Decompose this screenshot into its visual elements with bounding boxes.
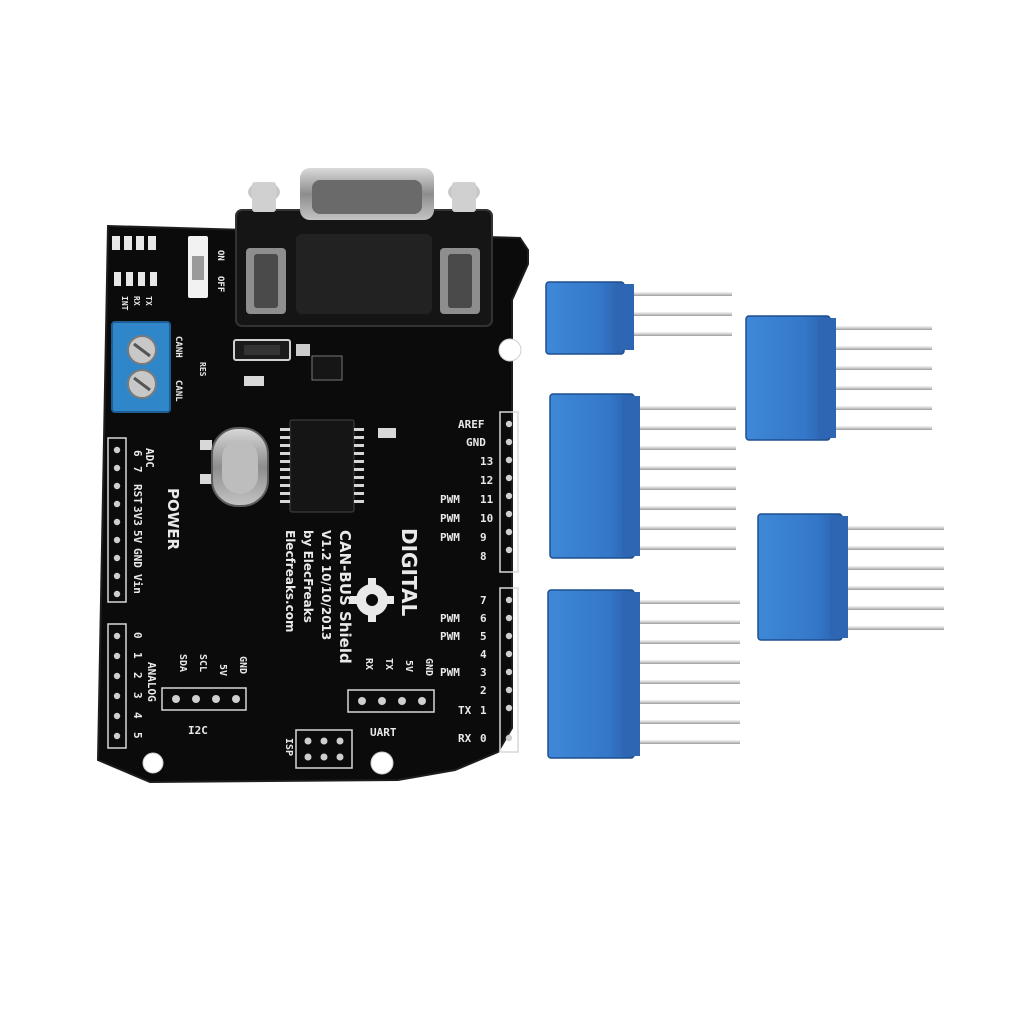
digital-label: DIGITAL: [397, 528, 421, 616]
d6-label: 6: [480, 612, 487, 625]
a0-label: 0: [131, 632, 144, 639]
gear-icon: [350, 578, 394, 622]
digital-header-strip: AREF GND 13 12 PWM 11 PWM 10 PWM 9 8 7 P…: [440, 411, 519, 753]
smd-components: [200, 339, 396, 513]
int-label: INT: [120, 296, 129, 311]
power-switch: ON OFF: [188, 236, 225, 298]
mounting-hole: [498, 338, 522, 362]
gnd-label: GND: [466, 436, 486, 449]
uart-tx-label: TX: [383, 658, 394, 670]
pwm-label-10: PWM: [440, 512, 460, 525]
gnd-power-label: GND: [131, 548, 144, 568]
board-author: by ElecFreaks: [301, 530, 315, 623]
uart-gnd-label: GND: [423, 658, 434, 676]
board-title: CAN-BUS Shield: [336, 530, 354, 664]
analog-header-strip: 0 1 2 3 4 5 ANALOG: [107, 623, 158, 749]
led-indicators: INT RX TX: [112, 236, 157, 311]
i2c-label: I2C: [188, 724, 208, 737]
scl-label: SCL: [197, 654, 208, 672]
d5-label: 5: [480, 630, 487, 643]
isp-label: ISP: [283, 738, 294, 756]
d1-label: 1: [480, 704, 487, 717]
a5-label: 5: [131, 732, 144, 739]
i2c-header: SDA SCL 5V GND I2C: [161, 654, 248, 737]
stackable-header-6pin-top: [745, 315, 932, 441]
adc6-label: 6: [131, 450, 144, 457]
a4-label: 4: [131, 712, 144, 719]
mounting-hole: [142, 752, 164, 774]
a3-label: 3: [131, 692, 144, 699]
can-terminal-block: CANH CANL RES: [111, 321, 207, 413]
can-bus-shield-board: INT RX TX ON OFF CANH CANL RES: [96, 168, 529, 784]
d11-label: 11: [480, 493, 494, 506]
5v-label: 5V: [131, 530, 144, 544]
d2-label: 2: [480, 684, 487, 697]
isp-header: ISP: [283, 729, 353, 769]
switch-off-label: OFF: [215, 276, 225, 292]
stackable-header-8pin-lower: [547, 589, 740, 759]
a1-label: 1: [131, 652, 144, 659]
d13-label: 13: [480, 455, 493, 468]
canl-label: CANL: [173, 380, 183, 402]
canh-label: CANH: [173, 336, 183, 358]
uart-header: RX TX 5V GND UART: [347, 658, 435, 739]
board-version: V1.2 10/10/2013: [319, 530, 333, 640]
i2c-5v-label: 5V: [217, 664, 228, 676]
aref-label: AREF: [458, 418, 485, 431]
chip-pins-right: [354, 428, 364, 503]
a2-label: 2: [131, 672, 144, 679]
d12-label: 12: [480, 474, 493, 487]
board-website: Elecfreaks.com: [283, 530, 297, 632]
sda-label: SDA: [177, 654, 188, 672]
d0-label: 0: [480, 732, 487, 745]
pwm-label-6: PWM: [440, 612, 460, 625]
d7-label: 7: [480, 594, 487, 607]
pwm-label-9: PWM: [440, 531, 460, 544]
rx-led-label: RX: [132, 296, 141, 306]
d10-label: 10: [480, 512, 493, 525]
switch-on-label: ON: [215, 250, 225, 261]
power-label: POWER: [164, 488, 182, 551]
stackable-header-3pin: [545, 281, 732, 355]
uart-5v-label: 5V: [403, 660, 414, 672]
pwm-label-5: PWM: [440, 630, 460, 643]
power-header-strip: ADC 6 7 RST 3V3 5V GND Vin POWER: [107, 437, 182, 603]
uart-label: UART: [370, 726, 397, 739]
pwm-label-11: PWM: [440, 493, 460, 506]
stackable-header-6pin-lower: [757, 513, 944, 641]
d3-label: 3: [480, 666, 487, 679]
rx-label: RX: [458, 732, 472, 745]
board-title-block: CAN-BUS Shield V1.2 10/10/2013 by ElecFr…: [283, 528, 421, 664]
chip-pins-left: [280, 428, 290, 503]
res-label: RES: [198, 362, 207, 377]
stackable-header-8pin-upper: [549, 393, 736, 559]
tx-label: TX: [458, 704, 472, 717]
uart-rx-label: RX: [363, 658, 374, 670]
d4-label: 4: [480, 648, 487, 661]
d8-label: 8: [480, 550, 487, 563]
3v3-label: 3V3: [131, 506, 144, 526]
i2c-gnd-label: GND: [237, 656, 248, 674]
db9-connector: [235, 168, 493, 327]
vin-label: Vin: [131, 574, 144, 594]
analog-label: ANALOG: [145, 662, 158, 702]
tx-led-label: TX: [144, 296, 153, 306]
adc7-label: 7: [131, 466, 144, 473]
pwm-label-3: PWM: [440, 666, 460, 679]
rst-label: RST: [131, 484, 144, 504]
adc-label: ADC: [143, 448, 156, 468]
d9-label: 9: [480, 531, 487, 544]
mounting-hole: [370, 751, 394, 775]
